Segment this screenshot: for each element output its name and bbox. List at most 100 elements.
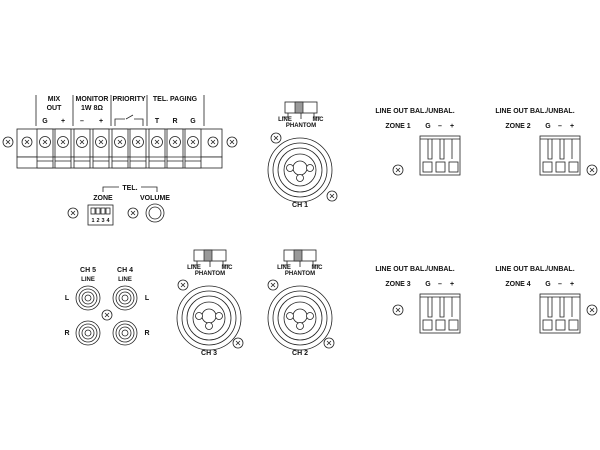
mic-label: MIC — [222, 265, 234, 271]
pin-label: R — [172, 118, 177, 125]
ch4-label: CH 4 — [117, 267, 133, 274]
mic-label: MIC — [312, 265, 324, 271]
zone-label: ZONE 1 — [385, 123, 410, 130]
zone-label: ZONE 2 — [505, 123, 530, 130]
screw-icon — [114, 136, 126, 148]
screw-icon — [2, 136, 14, 148]
screw-icon — [270, 132, 282, 144]
line-out-title: LINE OUT BAL./UNBAL. — [375, 108, 454, 115]
zone-label: ZONE 3 — [385, 281, 410, 288]
xlr-combo-jack[interactable] — [176, 285, 242, 351]
screw-terminal[interactable] — [111, 128, 129, 169]
screw-icon — [392, 164, 404, 176]
left-label: L — [65, 295, 70, 302]
screw-icon — [207, 136, 219, 148]
line-phantom-mic-switch[interactable] — [281, 249, 319, 267]
pin-label: – — [438, 281, 442, 288]
screw-icon — [232, 337, 244, 349]
terminal-connector[interactable] — [539, 135, 581, 176]
line-label: LINE — [187, 265, 201, 271]
monitor-spec-label: 1W 8Ω — [81, 105, 103, 112]
tel-section: TEL. ZONE VOLUME 1 2 3 4 — [87, 185, 170, 226]
dip-label: 2 — [96, 218, 99, 224]
pin-label: + — [570, 281, 574, 288]
zone-label: ZONE — [93, 195, 113, 202]
rca-jack[interactable] — [112, 320, 138, 346]
screw-terminal[interactable] — [36, 128, 54, 169]
pin-label: – — [558, 123, 562, 130]
rca-jack[interactable] — [75, 285, 101, 311]
screw-icon — [151, 136, 163, 148]
zone-dip-switch[interactable]: 1 2 3 4 — [87, 204, 114, 226]
screw-terminal[interactable] — [184, 128, 202, 169]
tel-label: TEL. — [122, 185, 137, 192]
screw-terminal[interactable] — [54, 128, 72, 169]
tel-paging-label: TEL. PAGING — [153, 96, 198, 103]
terminal-connector[interactable] — [539, 293, 581, 334]
line-label: LINE — [277, 265, 291, 271]
screw-terminal[interactable] — [148, 128, 166, 169]
screw-icon — [323, 337, 335, 349]
mix-out-label: MIX — [48, 96, 61, 103]
pin-label: + — [450, 281, 454, 288]
pin-label: + — [570, 123, 574, 130]
screw-icon — [101, 309, 113, 321]
volume-knob[interactable] — [145, 203, 165, 223]
dip-label: 4 — [106, 218, 110, 224]
screw-icon — [169, 136, 181, 148]
xlr-combo-jack[interactable] — [267, 137, 333, 203]
terminal-connector[interactable] — [419, 293, 461, 334]
screw-icon — [267, 279, 279, 291]
terminal-strip[interactable] — [16, 128, 223, 169]
right-label: R — [144, 330, 149, 337]
dip-label: 1 — [91, 218, 94, 224]
screw-icon — [57, 136, 69, 148]
right-label: R — [64, 330, 69, 337]
ch4-line-label: LINE — [118, 277, 132, 283]
xlr-combo-jack[interactable] — [267, 285, 333, 351]
pin-label: – — [558, 281, 562, 288]
screw-icon — [226, 136, 238, 148]
priority-switch-symbol — [114, 114, 144, 126]
pin-label: G — [545, 123, 551, 130]
priority-label: PRIORITY — [112, 96, 145, 103]
ch3-label: CH 3 — [201, 350, 217, 357]
dip-label: 3 — [101, 218, 104, 224]
rca-jack[interactable] — [112, 285, 138, 311]
screw-terminal[interactable] — [73, 128, 91, 169]
pin-label: + — [99, 118, 103, 125]
rca-jack[interactable] — [75, 320, 101, 346]
screw-terminal[interactable] — [129, 128, 147, 169]
tel-bracket — [102, 186, 158, 192]
pin-label: G — [425, 123, 431, 130]
line-out-title: LINE OUT BAL./UNBAL. — [495, 266, 574, 273]
left-label: L — [145, 295, 150, 302]
screw-icon — [586, 304, 598, 316]
line-out-title: LINE OUT BAL./UNBAL. — [495, 108, 574, 115]
pin-label: G — [42, 118, 48, 125]
zone-label: ZONE 4 — [505, 281, 530, 288]
line-phantom-mic-switch[interactable] — [282, 101, 320, 119]
screw-icon — [127, 207, 139, 219]
screw-icon — [67, 207, 79, 219]
screw-icon — [392, 304, 404, 316]
monitor-label: MONITOR — [76, 96, 109, 103]
pin-label: + — [450, 123, 454, 130]
rca-inputs: CH 5 LINE CH 4 LINE L L R R — [64, 267, 150, 346]
terminal-connector[interactable] — [419, 135, 461, 176]
pin-label: G — [545, 281, 551, 288]
screw-icon — [21, 136, 33, 148]
zone-4-line-out: LINE OUT BAL./UNBAL. ZONE 4 G– + — [495, 266, 598, 334]
phantom-label: PHANTOM — [286, 123, 316, 129]
mic-label: MIC — [313, 117, 325, 123]
ch5-line-label: LINE — [81, 277, 95, 283]
screw-terminal[interactable] — [92, 128, 110, 169]
screw-icon — [326, 190, 338, 202]
screw-terminal[interactable] — [166, 128, 184, 169]
terminal-headers: MIX OUT MONITOR 1W 8Ω PRIORITY TEL. PAGI… — [35, 95, 205, 126]
line-phantom-mic-switch[interactable] — [191, 249, 229, 267]
screw-icon — [76, 136, 88, 148]
